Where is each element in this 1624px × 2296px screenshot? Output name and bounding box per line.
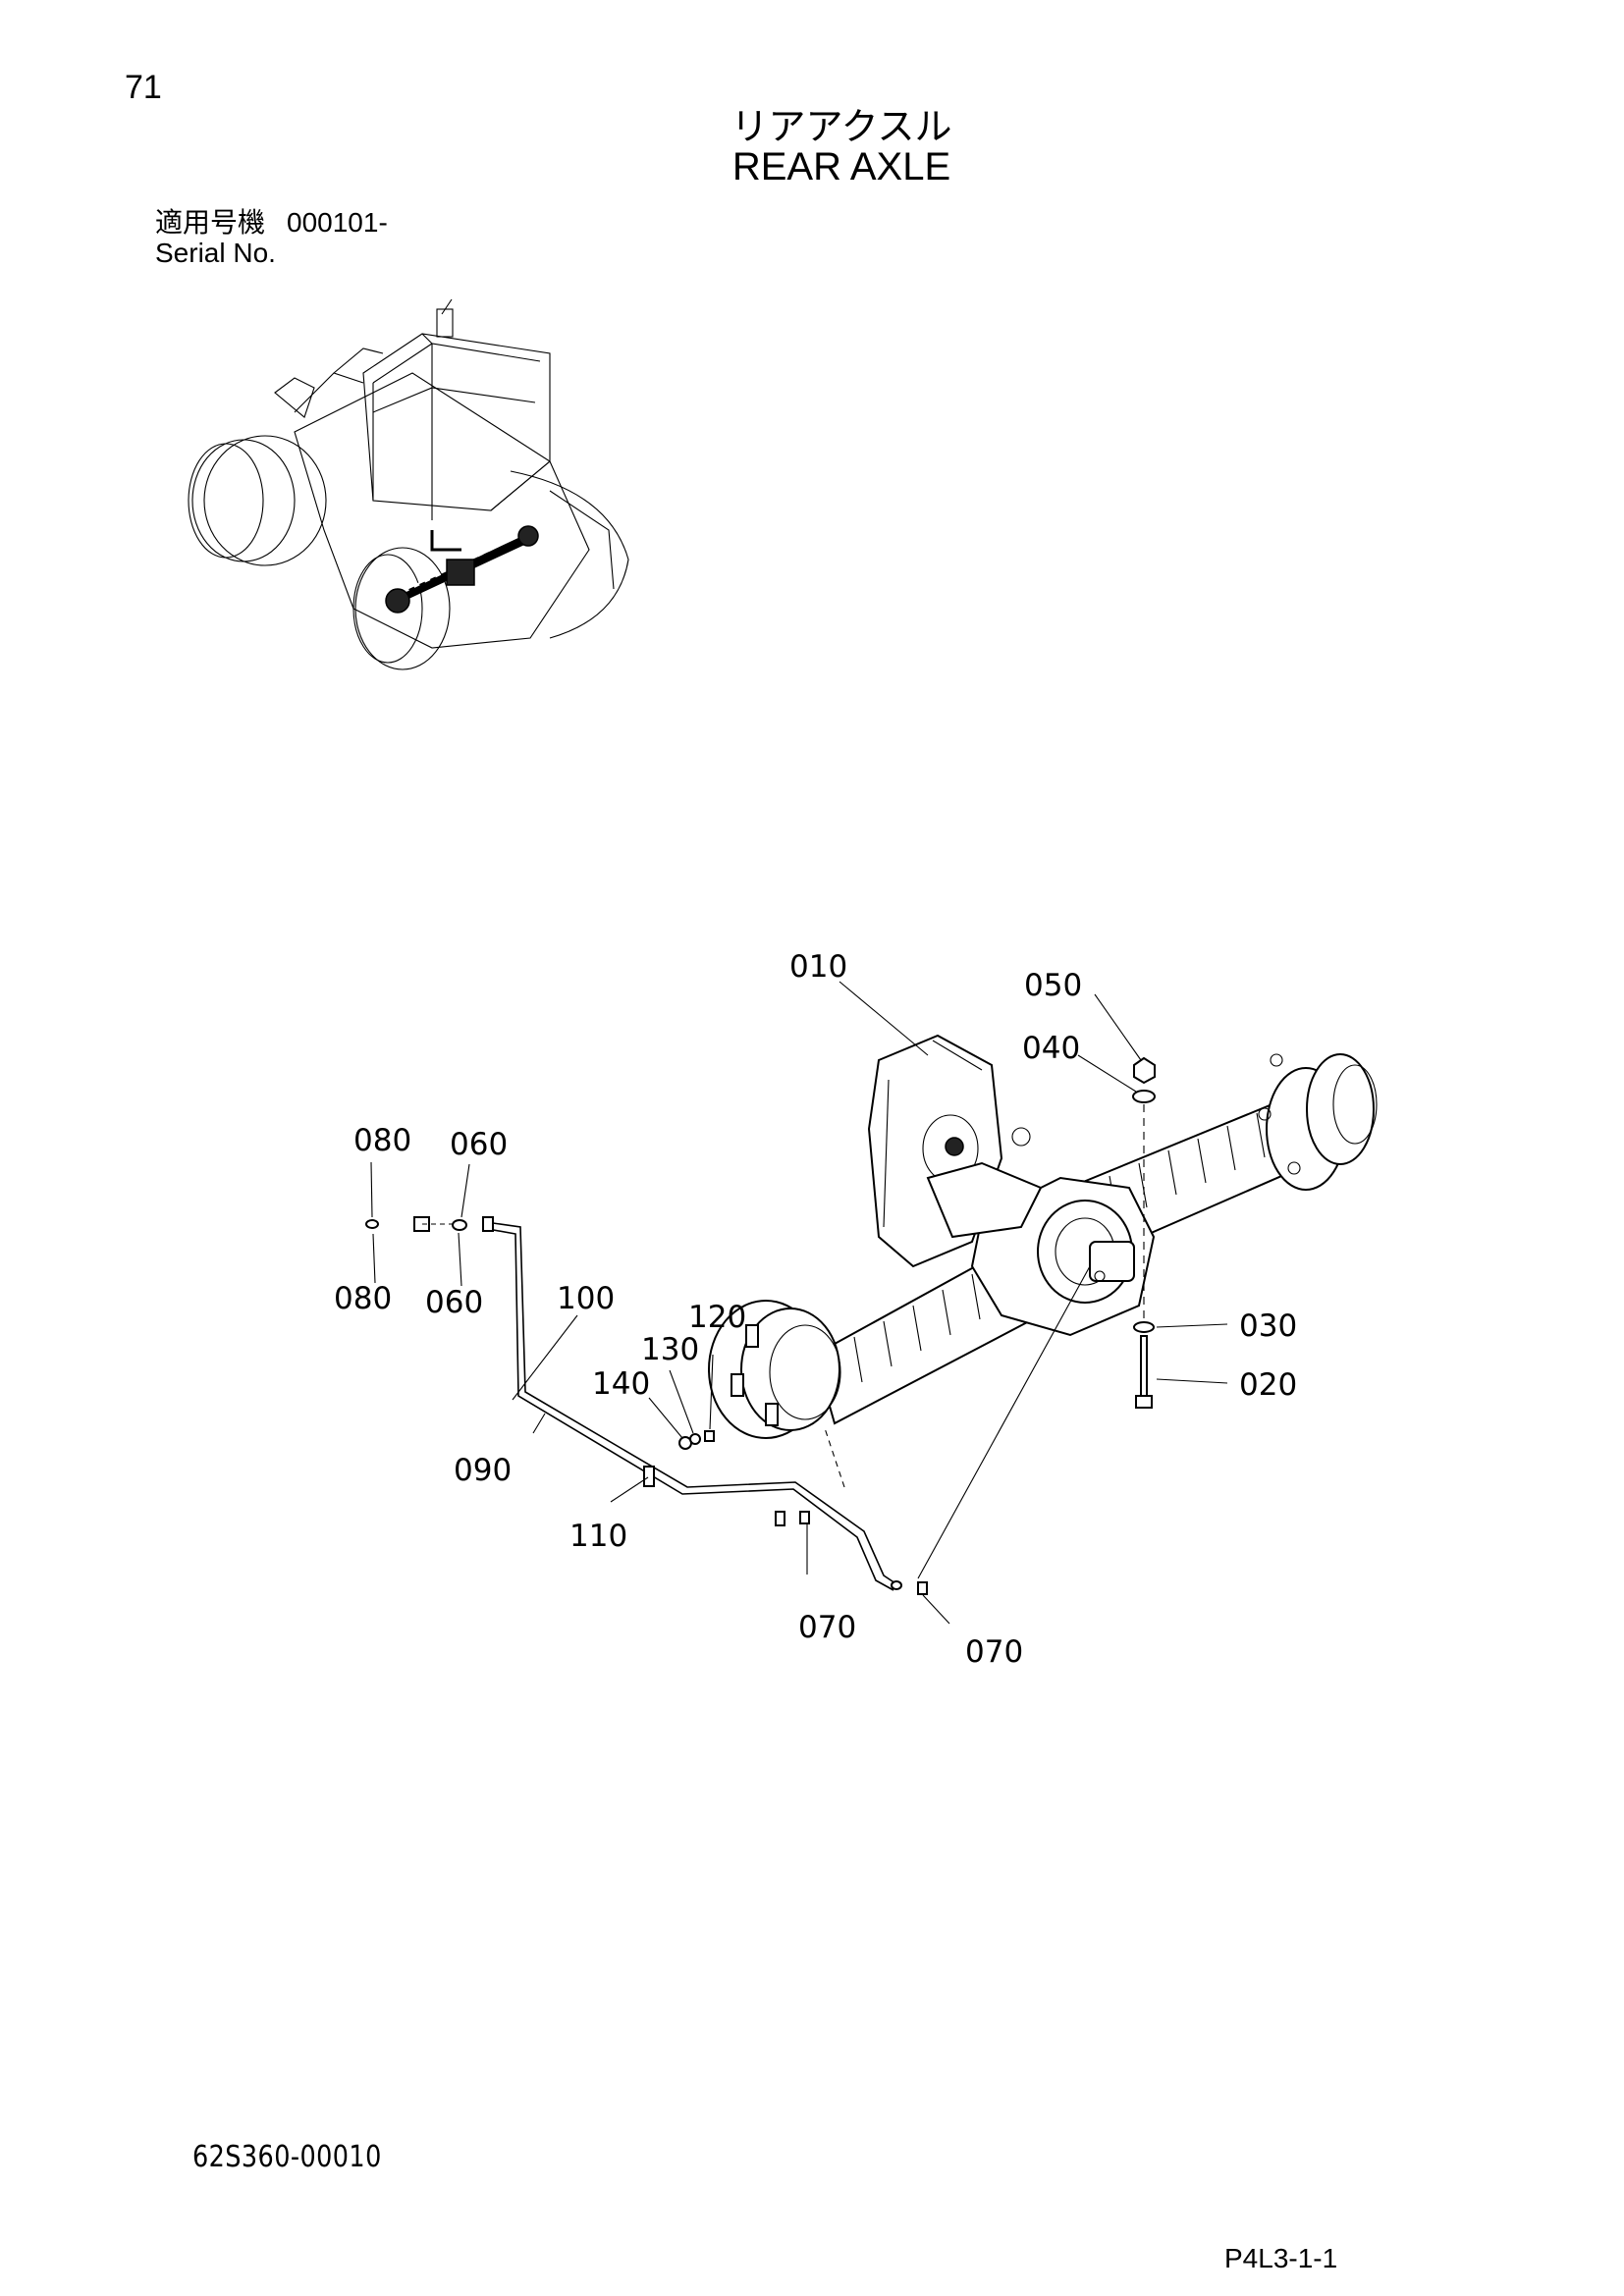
callout-080-top: 080 [353,1123,411,1158]
document-code: 62S360-00010 [192,2140,382,2174]
page-number: 71 [125,69,162,106]
serial-label: Serial No. [155,238,276,268]
callout-070-right: 070 [965,1634,1023,1670]
serial-label-jp-text: 適用号機 [155,206,266,239]
callout-080-bottom: 080 [334,1281,392,1316]
callout-060-bottom: 060 [425,1285,483,1320]
callout-130: 130 [641,1332,699,1367]
callout-070-left: 070 [798,1610,856,1645]
callout-140: 140 [592,1366,650,1402]
page-title: REAR AXLE [731,145,951,188]
callout-090: 090 [454,1453,512,1488]
callout-100: 100 [557,1281,615,1316]
leader-lines [370,981,1228,1625]
machine-overview-illustration [188,298,629,670]
callouts: 010 050 040 080 060 080 060 100 120 130 … [334,949,1297,1670]
callout-030: 030 [1239,1308,1297,1344]
page-code: P4L3-1-1 [1224,2243,1338,2273]
callout-010: 010 [789,949,847,985]
rear-axle-assembly [708,1034,1378,1439]
callout-110: 110 [569,1519,627,1554]
callout-060-top: 060 [450,1127,508,1162]
callout-050: 050 [1024,968,1082,1003]
brake-piping [365,1216,928,1595]
callout-020: 020 [1239,1367,1297,1403]
callout-040: 040 [1022,1031,1080,1066]
page-title-japanese: リアアクスル [731,105,952,148]
serial-value: 000101- [287,207,388,238]
callout-120: 120 [688,1300,746,1335]
serial-label-japanese: 適用号機 000101- [155,201,388,240]
